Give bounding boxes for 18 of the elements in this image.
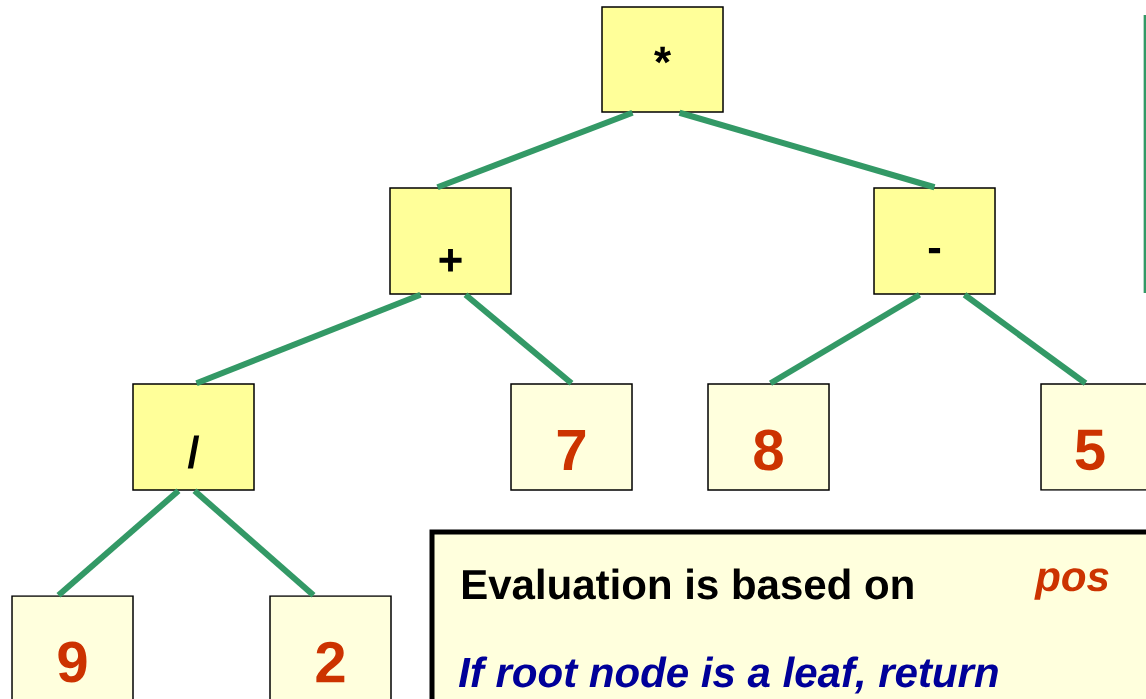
tree-edge — [678, 109, 936, 191]
note-box: Evaluation is based on pos If root node is a leaf, return — [429, 529, 1146, 699]
operand-box: 8 — [707, 383, 830, 491]
operand-box: 9 — [11, 595, 134, 699]
tree-edge — [192, 488, 316, 598]
operator-box: * — [601, 6, 724, 113]
operand-box: 7 — [510, 383, 633, 491]
tree-edge — [962, 292, 1088, 386]
tree-edge — [768, 292, 922, 386]
operator-box: + — [389, 187, 512, 295]
tree-edge — [56, 488, 181, 598]
operand-box: 5 — [1040, 383, 1146, 491]
operator-box: / — [132, 383, 255, 491]
tree-edge — [195, 291, 422, 387]
operand-box: 2 — [269, 595, 392, 699]
tree-edge — [436, 109, 634, 191]
operator-box: - — [873, 187, 996, 295]
tree-edge — [463, 292, 574, 386]
